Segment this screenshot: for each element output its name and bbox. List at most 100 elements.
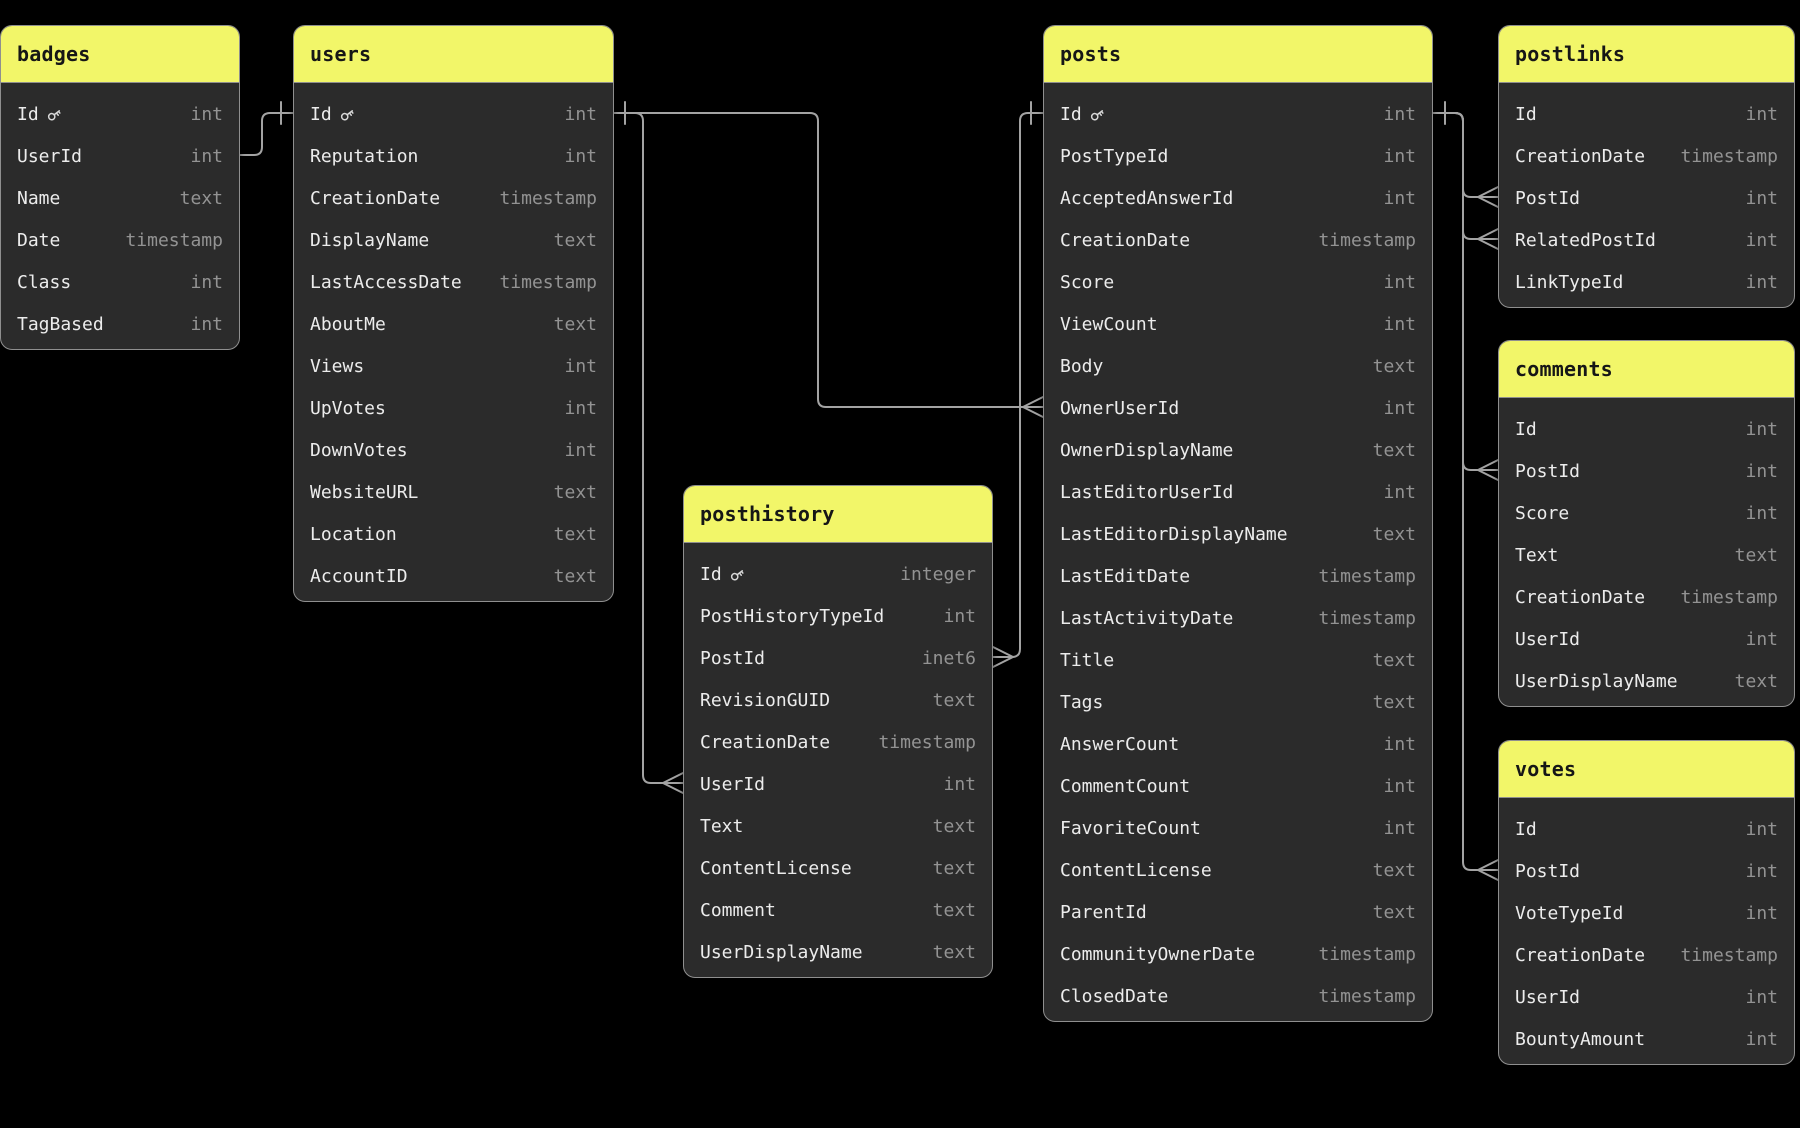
field-type: text: [1372, 859, 1416, 881]
field-name-label: LastEditorDisplayName: [1060, 523, 1288, 545]
field-type: int: [564, 103, 597, 125]
field-type: int: [1745, 460, 1778, 482]
field-name-label: CommunityOwnerDate: [1060, 943, 1256, 965]
field-name-label: Score: [1515, 502, 1570, 524]
field-name: ContentLicense: [1060, 860, 1212, 881]
table-header[interactable]: posts: [1044, 26, 1432, 83]
field-type: timestamp: [1318, 943, 1416, 965]
field-row[interactable]: CommunityOwnerDate timestamp: [1044, 933, 1432, 975]
field-type: int: [1745, 902, 1778, 924]
table-header[interactable]: votes: [1499, 741, 1794, 798]
table-header[interactable]: comments: [1499, 341, 1794, 398]
field-type: text: [932, 857, 976, 879]
field-type: int: [1745, 187, 1778, 209]
field-name-label: AnswerCount: [1060, 733, 1180, 755]
field-type: int: [1745, 628, 1778, 650]
key-icon: [1089, 106, 1106, 123]
field-name: UserDisplayName: [1515, 671, 1678, 692]
table-header[interactable]: posthistory: [684, 486, 992, 543]
field-type: int: [1383, 397, 1416, 419]
field-name: Views: [310, 356, 364, 377]
table-header[interactable]: badges: [1, 26, 239, 83]
table-header[interactable]: users: [294, 26, 613, 83]
table-header[interactable]: postlinks: [1499, 26, 1794, 83]
field-row[interactable]: ContentLicense text: [1044, 849, 1432, 891]
